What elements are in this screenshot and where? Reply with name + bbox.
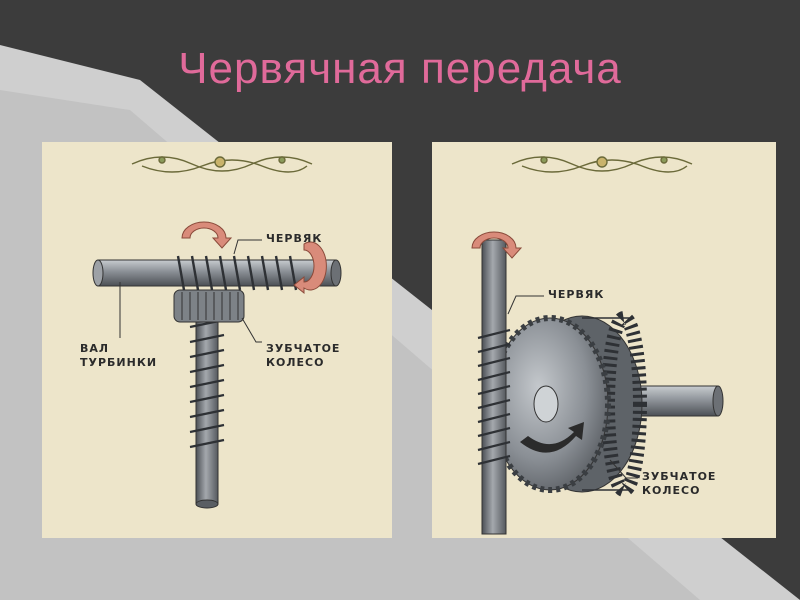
slide-title: Червячная передача xyxy=(178,44,622,93)
diagram-panel-left: ЧЕРВЯК ВАЛ ТУРБИНКИ ЗУБЧАТОЕ КОЛЕСО xyxy=(42,142,392,538)
rotation-arrow-icon xyxy=(471,231,523,259)
label-turbine-shaft-line2: ТУРБИНКИ xyxy=(80,356,158,369)
rotation-arrow-icon xyxy=(181,221,327,295)
rotation-arrow-icon xyxy=(520,422,584,453)
turbine-shaft-horizontal xyxy=(92,255,342,291)
worm-shaft-vertical xyxy=(189,291,225,509)
leader-lines xyxy=(507,295,638,479)
toothed-wheel xyxy=(489,311,647,497)
label-gear-line2: КОЛЕСО xyxy=(642,484,701,497)
worm-shaft-vertical xyxy=(477,239,511,535)
label-gear-line1: ЗУБЧАТОЕ xyxy=(642,470,717,483)
label-gear-line2: КОЛЕСО xyxy=(266,356,325,369)
diagram-panel-right: ЧЕРВЯК ЗУБЧАТОЕ КОЛЕСО xyxy=(432,142,776,538)
floral-ornament xyxy=(511,156,693,173)
leader-lines xyxy=(119,239,262,343)
label-worm: ЧЕРВЯК xyxy=(266,232,323,245)
label-worm: ЧЕРВЯК xyxy=(548,288,605,301)
floral-ornament xyxy=(131,156,313,173)
toothed-gear xyxy=(173,289,245,323)
label-turbine-shaft-line1: ВАЛ xyxy=(80,342,110,355)
label-gear-line1: ЗУБЧАТОЕ xyxy=(266,342,341,355)
